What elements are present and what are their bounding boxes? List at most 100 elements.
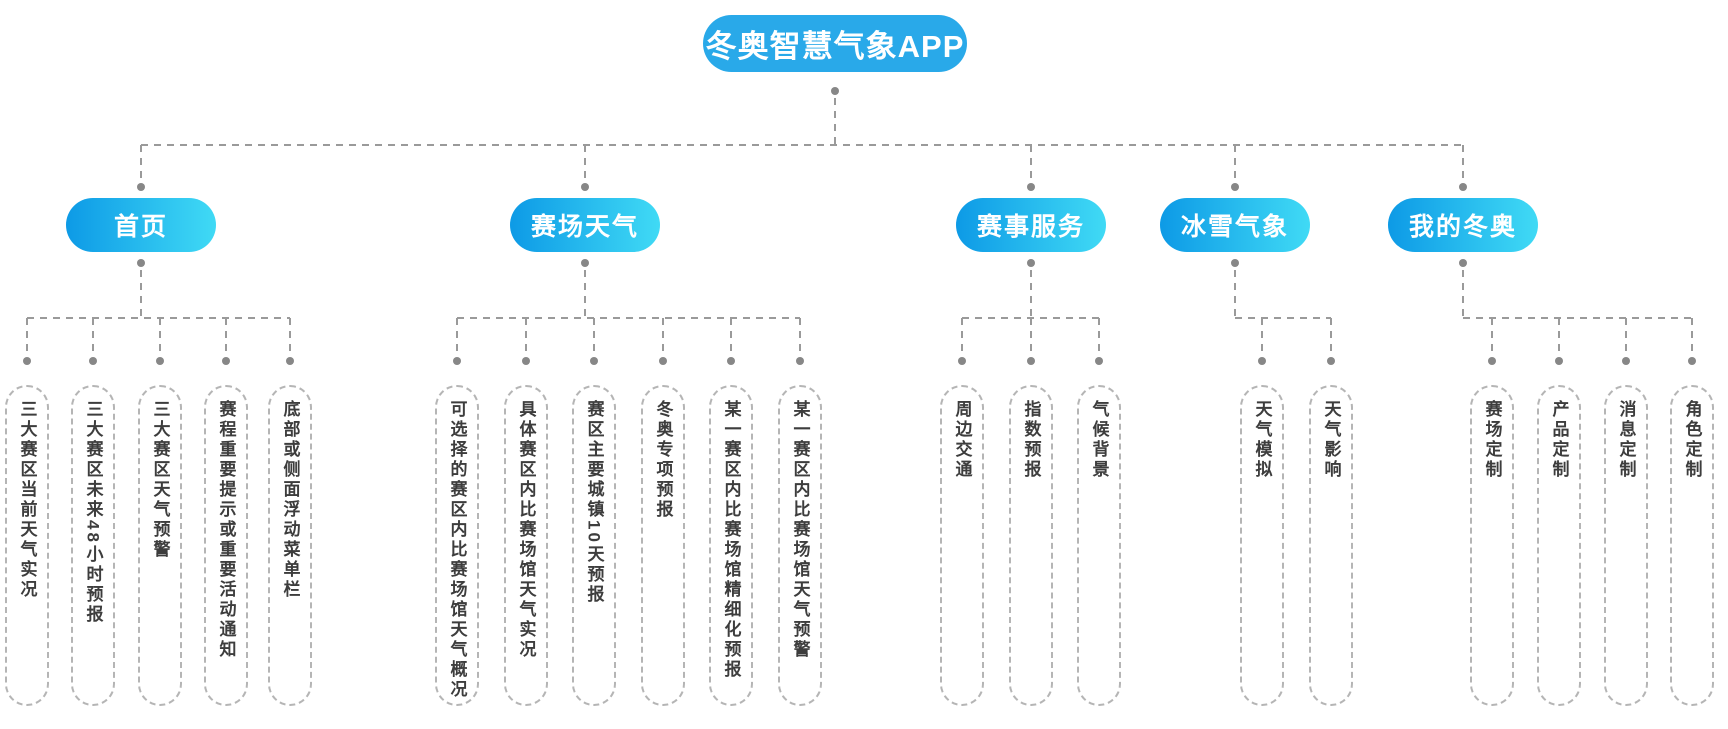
leaf-node[interactable]: 底部或侧面浮动菜单栏: [268, 385, 312, 706]
branch-connector-dot: [581, 259, 589, 267]
leaf-node[interactable]: 赛场定制: [1470, 385, 1514, 706]
branch-node-my-winter-olympics[interactable]: 我的冬奥: [1388, 198, 1538, 252]
leaf-stem-line: [799, 318, 801, 352]
leaf-node-label: 可选择的赛区内比赛场馆天气概况: [447, 400, 467, 700]
branch-drop-line: [140, 270, 142, 318]
leaf-node[interactable]: 角色定制: [1670, 385, 1714, 706]
leaf-connector-dot: [1555, 357, 1563, 365]
leaf-node[interactable]: 某一赛区内比赛场馆天气预警: [778, 385, 822, 706]
leaf-stem-line: [662, 318, 664, 352]
leaf-node-label: 三大赛区当前天气实况: [17, 400, 37, 600]
leaf-node-label: 三大赛区未来48小时预报: [83, 400, 103, 625]
leaf-branch-line: [1463, 317, 1692, 319]
leaf-stem-line: [92, 318, 94, 352]
branch-drop-line: [1234, 270, 1236, 318]
branch-stem-line: [1234, 145, 1236, 180]
leaf-node[interactable]: 三大赛区当前天气实况: [5, 385, 49, 706]
leaf-connector-dot: [222, 357, 230, 365]
leaf-connector-dot: [1327, 357, 1335, 365]
branch-connector-dot: [137, 259, 145, 267]
leaf-node[interactable]: 三大赛区天气预警: [138, 385, 182, 706]
leaf-node-label: 三大赛区天气预警: [150, 400, 170, 560]
leaf-branch-line: [1235, 317, 1331, 319]
leaf-connector-dot: [796, 357, 804, 365]
leaf-stem-line: [289, 318, 291, 352]
leaf-stem-line: [1491, 318, 1493, 352]
leaf-stem-line: [593, 318, 595, 352]
leaf-node-label: 赛场定制: [1482, 400, 1502, 480]
branch-node-event-services[interactable]: 赛事服务: [956, 198, 1106, 252]
leaf-node[interactable]: 气候背景: [1077, 385, 1121, 706]
leaf-connector-dot: [1688, 357, 1696, 365]
leaf-node[interactable]: 天气影响: [1309, 385, 1353, 706]
leaf-connector-dot: [89, 357, 97, 365]
branch-drop-line: [1030, 270, 1032, 318]
leaf-node-label: 天气影响: [1321, 400, 1341, 480]
branch-stem-line: [584, 145, 586, 180]
branch-drop-line: [584, 270, 586, 318]
branch-stem-line: [1462, 145, 1464, 180]
leaf-node[interactable]: 指数预报: [1009, 385, 1053, 706]
leaf-node[interactable]: 可选择的赛区内比赛场馆天气概况: [435, 385, 479, 706]
leaf-stem-line: [26, 318, 28, 352]
branch-stem-line: [1030, 145, 1032, 180]
leaf-node[interactable]: 产品定制: [1537, 385, 1581, 706]
leaf-node-label: 气候背景: [1089, 400, 1109, 480]
leaf-node[interactable]: 周边交通: [940, 385, 984, 706]
leaf-node[interactable]: 天气模拟: [1240, 385, 1284, 706]
leaf-stem-line: [225, 318, 227, 352]
branch-connector-dot: [581, 183, 589, 191]
branch-drop-line: [1462, 270, 1464, 318]
leaf-connector-dot: [286, 357, 294, 365]
leaf-node-label: 角色定制: [1682, 400, 1702, 480]
leaf-connector-dot: [958, 357, 966, 365]
leaf-connector-dot: [590, 357, 598, 365]
leaf-stem-line: [1558, 318, 1560, 352]
leaf-node[interactable]: 消息定制: [1604, 385, 1648, 706]
leaf-node[interactable]: 具体赛区内比赛场馆天气实况: [504, 385, 548, 706]
leaf-stem-line: [159, 318, 161, 352]
leaf-node-label: 周边交通: [952, 400, 972, 480]
leaf-connector-dot: [156, 357, 164, 365]
leaf-node[interactable]: 赛程重要提示或重要活动通知: [204, 385, 248, 706]
leaf-node[interactable]: 三大赛区未来48小时预报: [71, 385, 115, 706]
leaf-stem-line: [1625, 318, 1627, 352]
leaf-node-label: 天气模拟: [1252, 400, 1272, 480]
leaf-connector-dot: [453, 357, 461, 365]
branch-node-venue-weather[interactable]: 赛场天气: [510, 198, 660, 252]
leaf-stem-line: [1261, 318, 1263, 352]
leaf-node-label: 底部或侧面浮动菜单栏: [280, 400, 300, 600]
leaf-branch-line: [457, 317, 800, 319]
leaf-node[interactable]: 某一赛区内比赛场馆精细化预报: [709, 385, 753, 706]
leaf-connector-dot: [727, 357, 735, 365]
leaf-connector-dot: [1488, 357, 1496, 365]
leaf-connector-dot: [1095, 357, 1103, 365]
leaf-connector-dot: [23, 357, 31, 365]
leaf-stem-line: [525, 318, 527, 352]
root-drop-line: [834, 98, 836, 145]
leaf-branch-line: [27, 317, 290, 319]
leaf-stem-line: [1030, 318, 1032, 352]
branch-node-ice-snow-weather[interactable]: 冰雪气象: [1160, 198, 1310, 252]
leaf-node-label: 赛区主要城镇10天预报: [584, 400, 604, 605]
leaf-node[interactable]: 赛区主要城镇10天预报: [572, 385, 616, 706]
leaf-node-label: 消息定制: [1616, 400, 1636, 480]
leaf-node[interactable]: 冬奥专项预报: [641, 385, 685, 706]
branch-connector-dot: [1231, 259, 1239, 267]
leaf-connector-dot: [522, 357, 530, 365]
leaf-stem-line: [730, 318, 732, 352]
leaf-stem-line: [961, 318, 963, 352]
branch-connector-dot: [1027, 183, 1035, 191]
branch-connector-dot: [1027, 259, 1035, 267]
root-node[interactable]: 冬奥智慧气象APP: [703, 15, 967, 72]
leaf-stem-line: [456, 318, 458, 352]
leaf-node-label: 指数预报: [1021, 400, 1041, 480]
leaf-node-label: 冬奥专项预报: [653, 400, 673, 520]
branch-node-home[interactable]: 首页: [66, 198, 216, 252]
leaf-connector-dot: [659, 357, 667, 365]
branch-connector-dot: [1459, 183, 1467, 191]
branch-connector-dot: [1459, 259, 1467, 267]
branch-stem-line: [140, 145, 142, 180]
leaf-connector-dot: [1622, 357, 1630, 365]
